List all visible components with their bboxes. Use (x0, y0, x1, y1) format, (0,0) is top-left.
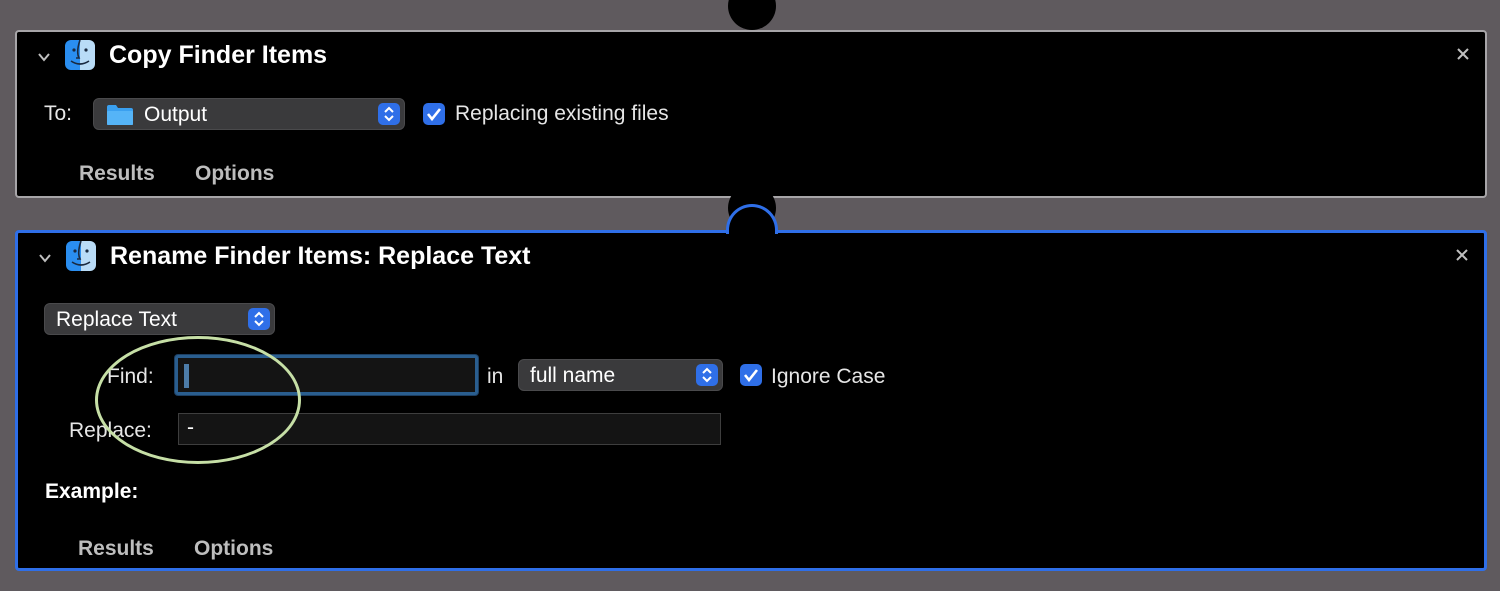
destination-popup[interactable]: Output (93, 98, 405, 130)
tab-options[interactable]: Options (195, 162, 275, 185)
action-title: Rename Finder Items: Replace Text (110, 242, 531, 270)
highlight-circle-annotation (95, 336, 301, 464)
ignore-case-checkbox[interactable] (740, 364, 762, 386)
scope-value: full name (530, 364, 616, 387)
close-icon[interactable] (1454, 247, 1470, 263)
tab-results[interactable]: Results (78, 537, 154, 560)
mode-value: Replace Text (56, 308, 178, 331)
tab-results[interactable]: Results (79, 162, 155, 185)
replace-existing-label: Replacing existing files (455, 102, 669, 125)
checkmark-icon (426, 108, 442, 122)
workflow-connector-top (728, 0, 776, 30)
to-label: To: (44, 102, 73, 125)
finder-icon (66, 241, 96, 271)
chevron-down-icon[interactable] (38, 251, 52, 265)
example-label: Example: (45, 480, 139, 503)
chevron-down-icon[interactable] (37, 50, 51, 64)
stepper-icon (696, 364, 718, 386)
tab-options[interactable]: Options (194, 537, 274, 560)
destination-value: Output (144, 103, 208, 126)
folder-icon (107, 105, 133, 125)
stepper-icon (248, 308, 270, 330)
scope-popup[interactable]: full name (518, 359, 723, 391)
stepper-icon (378, 103, 400, 125)
close-icon[interactable] (1455, 46, 1471, 62)
action-title: Copy Finder Items (109, 41, 328, 69)
copy-finder-items-action: Copy Finder Items To: Output Replacing e… (15, 30, 1487, 198)
mode-popup[interactable]: Replace Text (44, 303, 275, 335)
ignore-case-label: Ignore Case (771, 365, 886, 388)
checkmark-icon (743, 369, 759, 383)
in-label: in (487, 365, 504, 388)
replace-existing-checkbox[interactable] (423, 103, 445, 125)
finder-icon (65, 40, 95, 70)
